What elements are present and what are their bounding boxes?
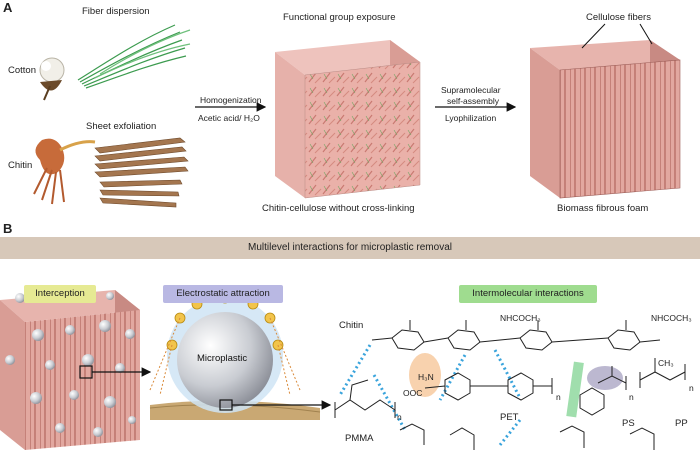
chem-subscript-n: n	[689, 383, 694, 393]
chem-pmma: PMMA	[345, 433, 374, 444]
cellulose-pointer	[639, 23, 653, 45]
chem-h3n: H₃N	[418, 372, 434, 382]
cellulose-fibers-label: Cellulose fibers	[586, 12, 651, 23]
chitin-label: Chitin	[8, 160, 33, 171]
microplastic-label: Microplastic	[197, 353, 248, 364]
electrostatic-pill: Electrostatic attraction	[163, 285, 283, 303]
chem-subscript-n: n	[556, 392, 561, 402]
foam-cube-with-particles	[0, 287, 140, 450]
chitin-cellulose-cube	[275, 40, 421, 199]
supramolecular-label: Supramolecular	[441, 85, 501, 95]
fiber-bundle-icon	[77, 24, 191, 89]
cellulose-pointer	[581, 23, 606, 49]
homogenization-label: Homogenization	[200, 95, 262, 105]
acetic-acid-label: Acetic acid/ H₂O	[198, 113, 260, 123]
biomass-caption: Biomass fibrous foam	[557, 203, 649, 214]
lyophilization-label: Lyophilization	[445, 113, 497, 123]
chem-chitin-label: Chitin	[339, 320, 364, 331]
panel-a-letter: A	[3, 0, 13, 15]
chem-ch3: CH₃	[658, 358, 674, 368]
title-band	[0, 237, 700, 259]
chem-ps: PS	[622, 418, 635, 429]
functional-group-label: Functional group exposure	[283, 12, 396, 23]
electrostatic-scene	[149, 292, 321, 420]
cotton-boll-icon	[39, 57, 65, 101]
chem-pp: PP	[675, 418, 688, 429]
chitin-sheets-icon	[94, 137, 189, 208]
panel-b-letter: B	[3, 221, 13, 236]
interception-pill: Interception	[24, 285, 96, 303]
chitin-cellulose-caption: Chitin-cellulose without cross-linking	[262, 203, 415, 214]
biomass-foam-cube	[530, 40, 681, 199]
chemical-structures	[334, 320, 686, 450]
band-title: Multilevel interactions for microplastic…	[248, 242, 452, 253]
chem-ooc: OOC	[403, 388, 423, 398]
cotton-label: Cotton	[8, 65, 36, 76]
chitin-squid-icon	[33, 138, 96, 205]
chem-subscript-n: n	[629, 392, 634, 402]
chem-nhcoch3-2: NHCOCH₃	[651, 313, 692, 323]
chem-nhcoch3-1: NHCOCH₃	[500, 313, 541, 323]
fiber-dispersion-label: Fiber dispersion	[82, 6, 150, 17]
chem-pet: PET	[500, 412, 519, 423]
chem-subscript-n: n	[397, 412, 402, 422]
self-assembly-label: self-assembly	[447, 96, 499, 106]
sheet-exfoliation-label: Sheet exfoliation	[86, 121, 157, 132]
intermolecular-pill: Intermolecular interactions	[459, 285, 597, 303]
